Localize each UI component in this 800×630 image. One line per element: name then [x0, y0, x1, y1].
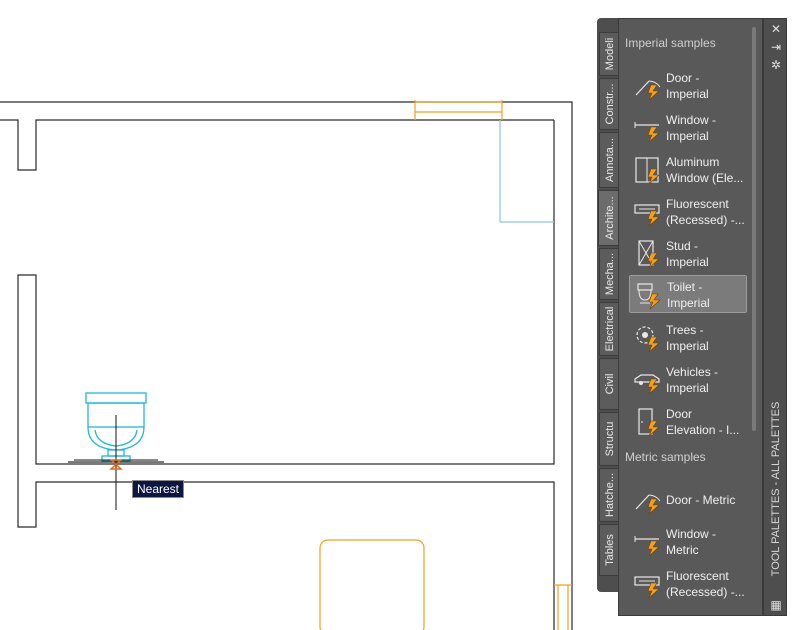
tool-fluorescent-recessed[interactable]: Fluorescent(Recessed) -... — [629, 193, 747, 231]
tab-civil[interactable]: Civil — [599, 358, 619, 410]
tab-constraints[interactable]: Constr... — [599, 78, 619, 130]
tool-door-imperial[interactable]: Door -Imperial — [629, 67, 747, 105]
tool-trees-imperial[interactable]: Trees -Imperial — [629, 319, 747, 357]
trees-icon — [636, 326, 660, 353]
tool-palette: Modeli Constr... Annota... Archite... Me… — [597, 18, 787, 616]
tab-tables[interactable]: Tables — [599, 524, 619, 576]
tab-hatches[interactable]: Hatche... — [599, 468, 619, 522]
tool-door-metric[interactable]: Door - Metric — [629, 481, 747, 519]
outer-wall — [0, 101, 573, 630]
stud-icon — [638, 240, 660, 269]
door-elevation-icon — [638, 408, 660, 437]
palette-content: Imperial samples Door -Imperial Window -… — [618, 18, 763, 616]
tab-annotation[interactable]: Annota... — [599, 132, 619, 188]
fluorescent-icon — [634, 204, 660, 227]
gear-icon[interactable]: ✲ — [770, 58, 782, 72]
tab-architectural[interactable]: Archite... — [598, 190, 620, 246]
aluminum-window-icon — [635, 157, 660, 185]
palette-properties-icon[interactable]: ▦ — [770, 598, 782, 612]
tool-window-imperial[interactable]: Window -Imperial — [629, 109, 747, 147]
tool-stud-imperial[interactable]: Stud -Imperial — [629, 235, 747, 273]
section-heading: Metric samples — [625, 450, 706, 464]
palette-scrollbar[interactable] — [752, 27, 756, 431]
section-heading: Imperial samples — [625, 36, 716, 50]
window-icon — [634, 122, 660, 143]
close-icon[interactable]: ✕ — [770, 22, 782, 36]
auto-hide-icon[interactable]: ⇥ — [770, 40, 782, 54]
door-icon — [635, 494, 661, 515]
orange-block — [319, 539, 425, 630]
vehicle-icon — [634, 374, 660, 395]
toilet-icon — [637, 283, 661, 310]
palette-title: TOOL PALETTES - ALL PALETTES — [770, 401, 782, 577]
room-wall — [0, 119, 554, 171]
fluorescent-icon — [634, 576, 660, 599]
tab-structural[interactable]: Structu — [599, 412, 619, 466]
door-icon — [635, 80, 661, 101]
palette-tab-strip: Modeli Constr... Annota... Archite... Me… — [597, 18, 620, 592]
room-wall — [17, 120, 555, 630]
tool-window-metric[interactable]: Window -Metric — [629, 523, 747, 561]
tab-mechanical[interactable]: Mecha... — [599, 248, 619, 300]
tool-toilet-imperial[interactable]: Toilet -Imperial — [629, 275, 747, 313]
tab-modeling[interactable]: Modeli — [599, 32, 619, 76]
tool-fluorescent-metric[interactable]: Fluorescent(Recessed) -... — [629, 565, 747, 603]
nearest-snap-icon — [109, 459, 123, 470]
window-icon — [634, 536, 660, 557]
tab-electrical[interactable]: Electrical — [599, 302, 619, 356]
tool-vehicles-imperial[interactable]: Vehicles -Imperial — [629, 361, 747, 399]
snap-tooltip: Nearest — [132, 480, 185, 498]
palette-title-bar[interactable]: ✕ ⇥ ✲ TOOL PALETTES - ALL PALETTES ▦ — [763, 18, 787, 616]
